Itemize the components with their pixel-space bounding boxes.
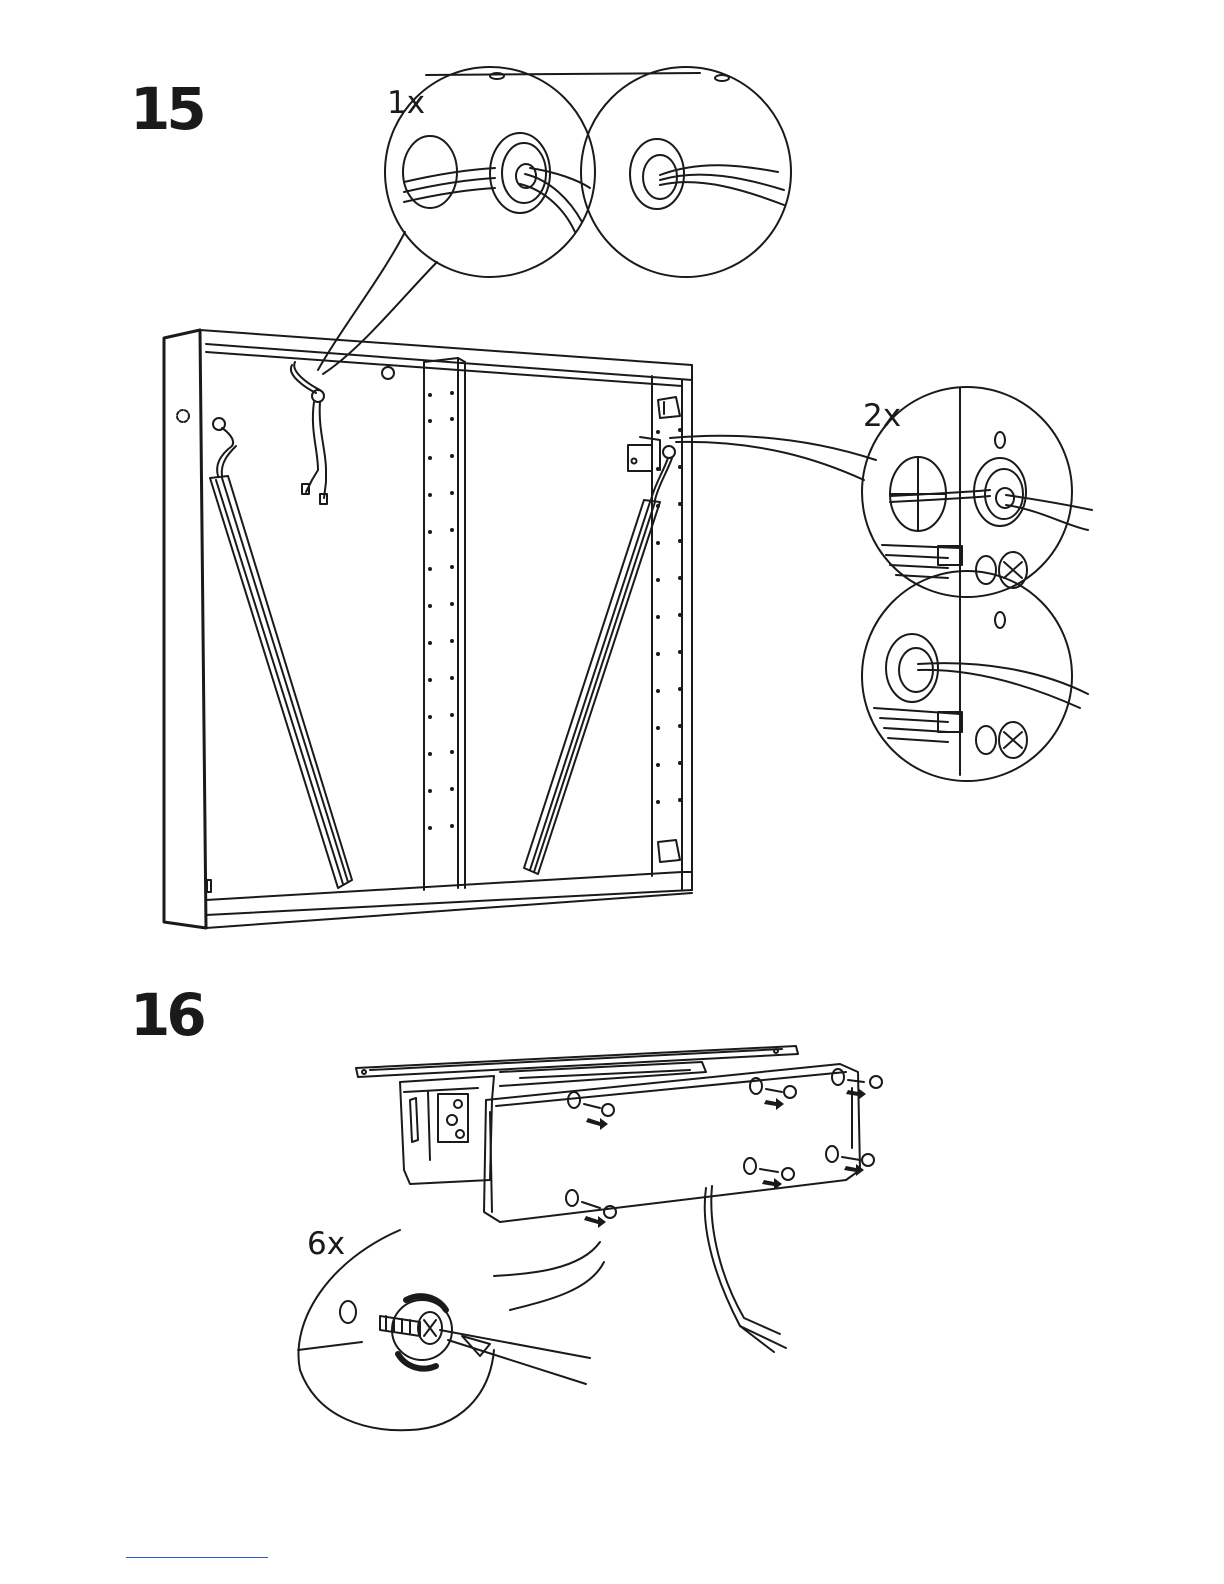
mounting-bracket: [628, 397, 680, 862]
quantity-label-1x: 1x: [387, 88, 425, 119]
led-strip-left: [210, 428, 352, 888]
step-number-15: 15: [130, 80, 203, 138]
footer-rule: [126, 1557, 268, 1558]
shelf-pin-holes: [428, 391, 682, 830]
step-number-16: 16: [130, 986, 203, 1044]
detail-callout-2x: [670, 387, 1092, 781]
top-cable: [291, 362, 394, 504]
quantity-label-2x: 2x: [863, 401, 901, 432]
quantity-label-6x: 6x: [307, 1229, 345, 1260]
